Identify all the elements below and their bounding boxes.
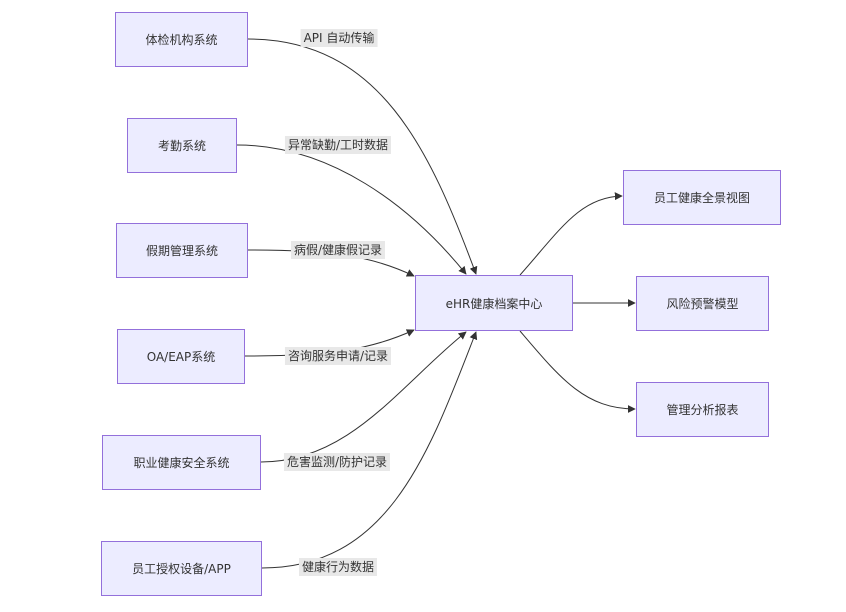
node-leave-system: 假期管理系统 [116, 223, 248, 278]
node-oa-eap-system: OA/EAP系统 [117, 329, 245, 384]
edge-label-leave: 病假/健康假记录 [290, 241, 386, 259]
edge-label-attendance: 异常缺勤/工时数据 [284, 136, 392, 154]
node-attendance-system: 考勤系统 [127, 118, 237, 173]
edge-tijian-ehr [247, 38, 478, 275]
node-employee-device: 员工授权设备/APP [101, 541, 262, 596]
node-panorama-view: 员工健康全景视图 [623, 170, 781, 225]
edge-ehr-report [519, 330, 636, 413]
edge-kaoqin-ehr [236, 144, 467, 275]
node-tijian-system: 体检机构系统 [115, 12, 248, 67]
node-ehr-center: eHR健康档案中心 [415, 275, 573, 331]
edge-ehr-view [519, 192, 623, 276]
edge-label-behavior: 健康行为数据 [298, 558, 378, 576]
edge-label-hazard: 危害监测/防护记录 [283, 453, 391, 471]
edge-label-api: API 自动传输 [300, 29, 378, 47]
edge-label-consult: 咨询服务申请/记录 [284, 347, 392, 365]
node-analysis-report: 管理分析报表 [636, 382, 769, 437]
node-ohs-system: 职业健康安全系统 [102, 435, 261, 490]
edge-device-ehr [261, 331, 478, 569]
node-risk-model: 风险预警模型 [636, 276, 769, 331]
